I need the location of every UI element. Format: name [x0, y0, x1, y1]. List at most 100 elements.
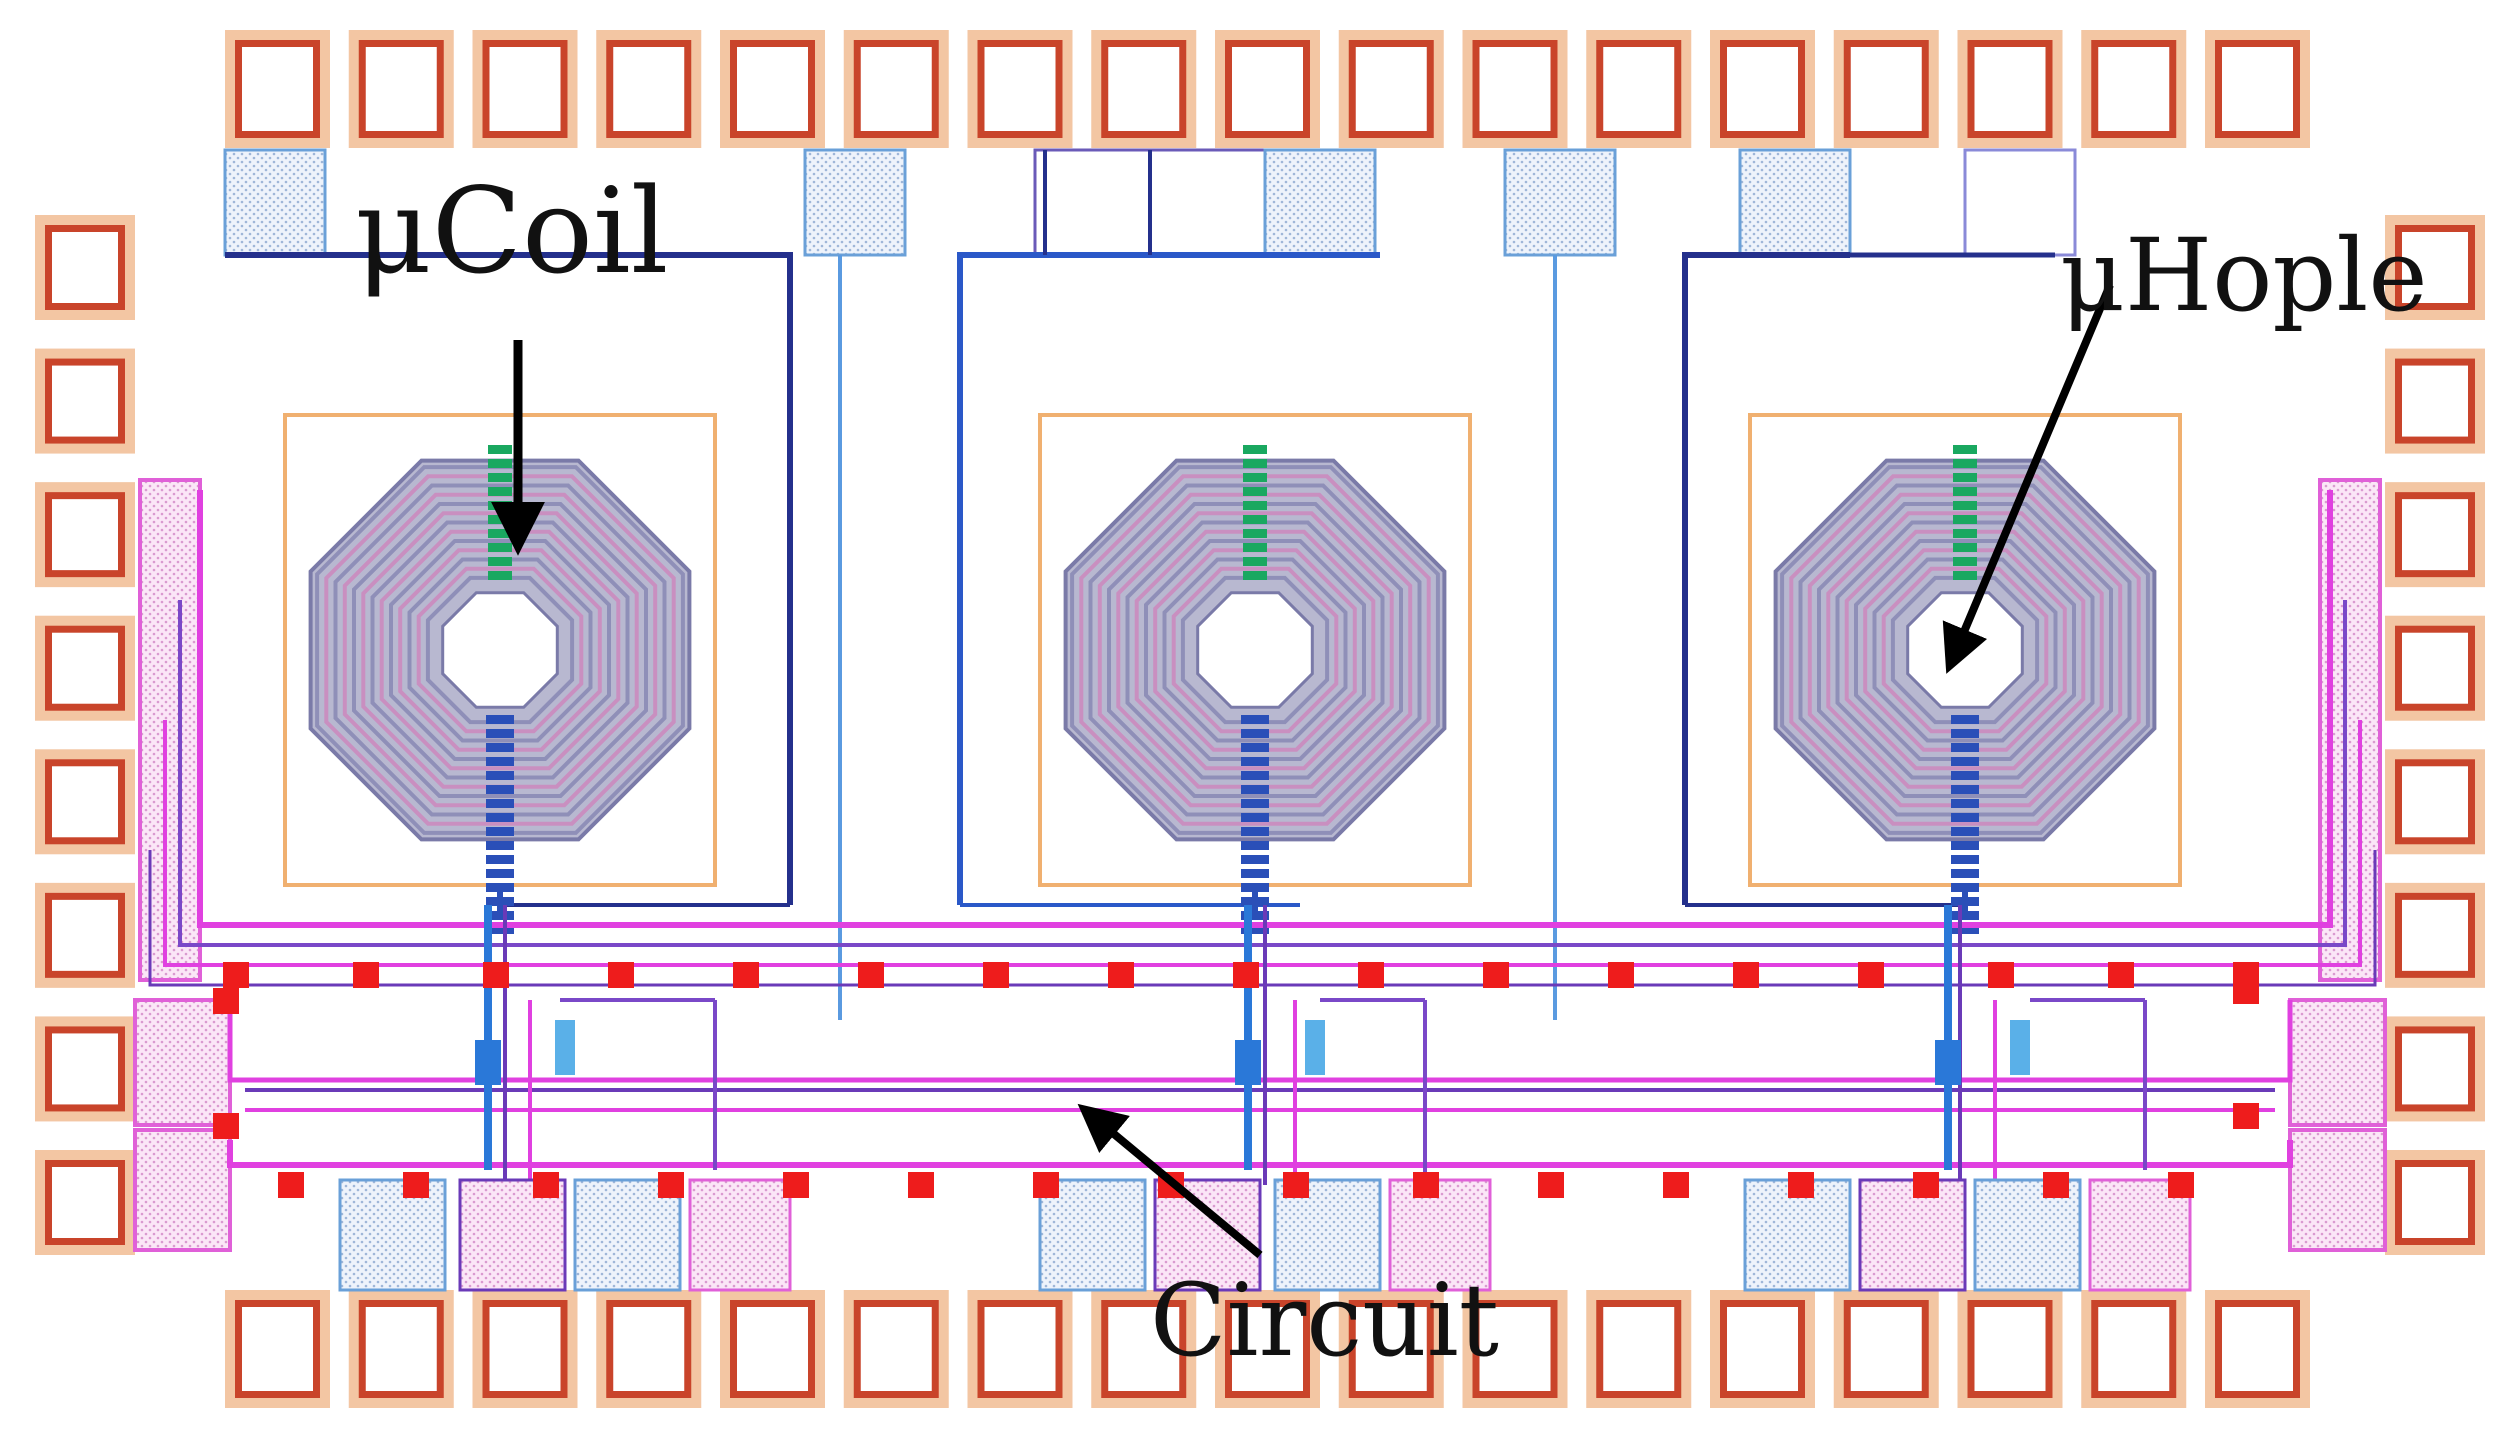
bond-pad: [596, 1290, 702, 1408]
bond-pad: [2385, 749, 2485, 855]
bond-pad: [2385, 348, 2485, 454]
contact: [1663, 1172, 1689, 1198]
bond-pad: [2205, 30, 2310, 148]
contact: [1538, 1172, 1564, 1198]
coil-feed-routing: [225, 150, 2055, 1020]
annotations: μCoil μHople Circuit: [355, 162, 2428, 1379]
bond-pad: [2081, 1290, 2187, 1408]
bond-pad: [2385, 882, 2485, 988]
bond-pad: [35, 482, 135, 588]
hole-label: μHople: [2060, 217, 2428, 334]
bond-pad: [1957, 1290, 2063, 1408]
contact: [858, 962, 884, 988]
contact: [1858, 962, 1884, 988]
bond-pad: [2385, 615, 2485, 721]
contact: [2108, 962, 2134, 988]
bond-pad: [1710, 1290, 1815, 1408]
bond-pad: [225, 30, 330, 148]
contact: [1033, 1172, 1059, 1198]
bond-pad: [1091, 1290, 1197, 1408]
bond-pad: [35, 615, 135, 721]
bond-pad: [596, 30, 702, 148]
red-contacts: [213, 962, 2259, 1198]
bond-pad: [1586, 30, 1692, 148]
bond-pad: [472, 1290, 578, 1408]
contact: [1358, 962, 1384, 988]
contact: [2233, 1103, 2259, 1129]
bond-pad: [720, 1290, 825, 1408]
top-io-cells: [223, 148, 2077, 257]
bond-pad: [472, 30, 578, 148]
bond-pad: [2081, 30, 2187, 148]
bond-pad: [1338, 30, 1444, 148]
bond-pad: [967, 30, 1073, 148]
bond-pad: [1215, 1290, 1320, 1408]
contact: [1413, 1172, 1439, 1198]
right-bond-pads: [2385, 215, 2485, 1255]
contact: [1988, 962, 2014, 988]
bond-pad: [1833, 30, 1939, 148]
contact: [1788, 1172, 1814, 1198]
circuit-arrow: [1077, 1103, 1263, 1259]
contact: [213, 988, 239, 1014]
bond-pad: [1833, 1290, 1939, 1408]
contact: [1483, 962, 1509, 988]
bond-pad: [2385, 1150, 2485, 1255]
bond-pad: [967, 1290, 1073, 1408]
bond-pad: [2205, 1290, 2310, 1408]
bond-pad: [35, 1016, 135, 1122]
bottom-bond-pads: [225, 1290, 2310, 1408]
bond-pad: [35, 215, 135, 320]
bottom-io-cells: [338, 1178, 2192, 1292]
contact: [908, 1172, 934, 1198]
bond-pad: [1215, 30, 1320, 148]
contact: [223, 962, 249, 988]
bond-pad: [348, 1290, 454, 1408]
bond-pad: [35, 348, 135, 454]
contact: [2233, 978, 2259, 1004]
circuit-label: Circuit: [1150, 1262, 1499, 1379]
top-bond-pads: [225, 30, 2310, 148]
contact: [983, 962, 1009, 988]
contact: [2043, 1172, 2069, 1198]
contact: [1733, 962, 1759, 988]
bond-pad: [843, 1290, 949, 1408]
contact: [2168, 1172, 2194, 1198]
bond-pad: [2385, 1016, 2485, 1122]
contact: [1913, 1172, 1939, 1198]
contact: [213, 1113, 239, 1139]
contact: [353, 962, 379, 988]
bond-pad: [35, 1150, 135, 1255]
contact: [658, 1172, 684, 1198]
bond-pad: [843, 30, 949, 148]
left-bond-pads: [35, 215, 135, 1255]
bond-pad: [1957, 30, 2063, 148]
bond-pad: [1462, 1290, 1568, 1408]
bond-pad: [1338, 1290, 1444, 1408]
contact: [783, 1172, 809, 1198]
contact: [1108, 962, 1134, 988]
bond-pad: [1710, 30, 1815, 148]
micro-coil: [283, 413, 717, 934]
bond-pad: [1091, 30, 1197, 148]
bond-pad: [35, 749, 135, 855]
contact: [608, 962, 634, 988]
bond-pad: [720, 30, 825, 148]
bond-pad: [35, 882, 135, 988]
bond-pad: [348, 30, 454, 148]
micro-coil: [1748, 413, 2182, 934]
contact: [1233, 962, 1259, 988]
micro-coils: [283, 413, 2182, 934]
contact: [403, 1172, 429, 1198]
coil-label: μCoil: [355, 162, 669, 300]
contact: [1283, 1172, 1309, 1198]
micro-coil: [1038, 413, 1472, 934]
bond-pad: [2385, 482, 2485, 588]
hole-arrow: [1942, 283, 2114, 674]
contact: [483, 962, 509, 988]
bond-pad: [1586, 1290, 1692, 1408]
contact: [278, 1172, 304, 1198]
bond-pad: [1462, 30, 1568, 148]
contact: [1608, 962, 1634, 988]
